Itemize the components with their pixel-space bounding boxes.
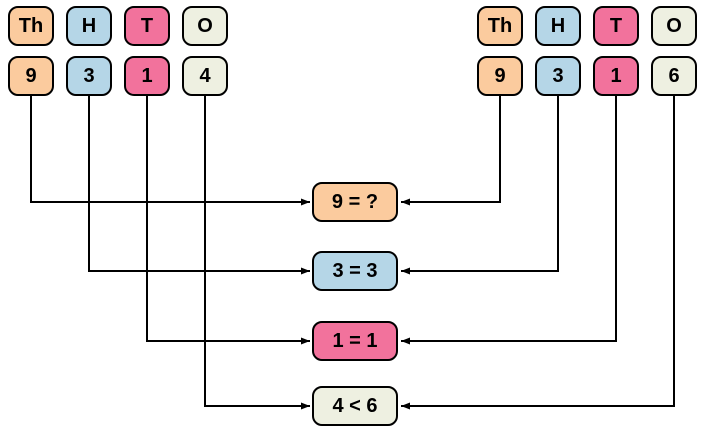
- arrow-left-hundreds: [88, 96, 310, 275]
- place-label-thousands-left: Th: [8, 6, 54, 46]
- place-label-tens-right: T: [593, 6, 639, 46]
- arrow-left-tens: [146, 96, 310, 345]
- comparison-thousands: 9 = ?: [312, 182, 398, 222]
- digit-thousands-left: 9: [8, 56, 54, 96]
- arrow-right-thousands: [401, 96, 501, 206]
- digit-tens-right: 1: [593, 56, 639, 96]
- comparison-hundreds: 3 = 3: [312, 251, 398, 291]
- place-label-tens-left: T: [124, 6, 170, 46]
- digit-hundreds-left: 3: [66, 56, 112, 96]
- digit-tens-left: 1: [124, 56, 170, 96]
- arrow-left-thousands: [30, 96, 310, 206]
- digit-hundreds-right: 3: [535, 56, 581, 96]
- digit-ones-right: 6: [651, 56, 697, 96]
- comparison-ones: 4 < 6: [312, 386, 398, 426]
- digit-ones-left: 4: [182, 56, 228, 96]
- comparison-tens: 1 = 1: [312, 321, 398, 361]
- arrow-left-ones: [204, 96, 310, 410]
- arrow-right-tens: [401, 96, 617, 345]
- place-label-ones-right: O: [651, 6, 697, 46]
- arrow-right-hundreds: [401, 96, 559, 275]
- place-label-ones-left: O: [182, 6, 228, 46]
- arrow-right-ones: [401, 96, 675, 410]
- place-label-hundreds-right: H: [535, 6, 581, 46]
- place-label-hundreds-left: H: [66, 6, 112, 46]
- digit-thousands-right: 9: [477, 56, 523, 96]
- place-label-thousands-right: Th: [477, 6, 523, 46]
